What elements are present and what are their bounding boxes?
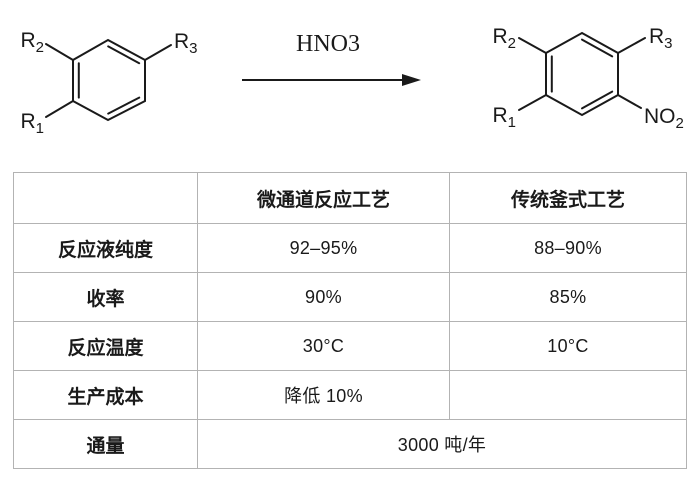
product-no2-label: NO2: [644, 105, 684, 132]
row-label-temperature: 反应温度: [13, 321, 198, 371]
reactant-r1-label: R1: [20, 110, 44, 137]
table-row-throughput: 通量 3000 吨/年: [13, 419, 687, 469]
cell-purity-traditional: 88–90%: [449, 223, 687, 273]
product-r3-label: R3: [649, 25, 673, 52]
table-header-traditional: 传统釜式工艺: [449, 172, 687, 224]
cell-cost-traditional: [449, 370, 687, 420]
product-structure: R2 R3 R1 NO2: [492, 25, 683, 132]
reaction-scheme: R2 R3 R1 HNO3 R2 R3: [20, 25, 683, 137]
reactant-r2-label: R2: [20, 29, 44, 56]
substituent-bonds: [518, 37, 646, 111]
table-header-blank: [13, 172, 198, 224]
row-label-purity: 反应液纯度: [13, 223, 198, 273]
cell-yield-microchannel: 90%: [197, 272, 450, 322]
benzene-ring: [72, 38, 146, 122]
product-r1-label: R1: [492, 104, 516, 131]
table-header-row: 微通道反应工艺 传统釜式工艺: [13, 172, 687, 224]
table-row-purity: 反应液纯度 92–95% 88–90%: [13, 223, 687, 273]
benzene-ring: [545, 31, 619, 117]
row-label-cost: 生产成本: [13, 370, 198, 420]
reagent-label: HNO3: [296, 31, 360, 57]
cell-temperature-microchannel: 30°C: [197, 321, 450, 371]
cell-purity-microchannel: 92–95%: [197, 223, 450, 273]
reactant-r3-label: R3: [174, 30, 198, 57]
comparison-table: 微通道反应工艺 传统釜式工艺 反应液纯度 92–95% 88–90% 收率 90…: [13, 172, 687, 469]
cell-yield-traditional: 85%: [449, 272, 687, 322]
table-row-cost: 生产成本 降低 10%: [13, 370, 687, 420]
reaction-arrow: [242, 74, 421, 86]
substituent-bonds: [45, 43, 172, 118]
table-row-temperature: 反应温度 30°C 10°C: [13, 321, 687, 371]
table-row-yield: 收率 90% 85%: [13, 272, 687, 322]
cell-throughput-merged: 3000 吨/年: [197, 419, 687, 469]
reactant-structure: R2 R3 R1: [20, 29, 197, 137]
cell-temperature-traditional: 10°C: [449, 321, 687, 371]
row-label-yield: 收率: [13, 272, 198, 322]
product-r2-label: R2: [492, 25, 516, 52]
table-header-microchannel: 微通道反应工艺: [197, 172, 450, 224]
row-label-throughput: 通量: [13, 419, 198, 469]
cell-cost-microchannel: 降低 10%: [197, 370, 450, 420]
